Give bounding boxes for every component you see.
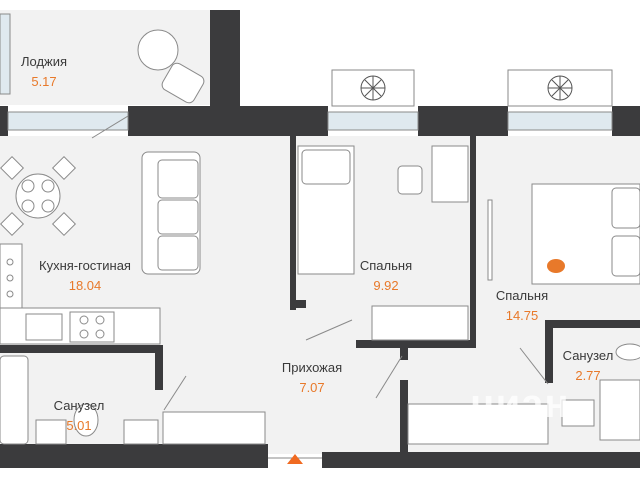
doors xyxy=(91,115,549,459)
room-area: 5.17 xyxy=(31,74,57,89)
bathroom-1-fixtures xyxy=(0,355,159,445)
room-name: Санузел xyxy=(562,348,614,363)
kitchen-counter xyxy=(0,243,161,345)
ac-unit-icon xyxy=(507,69,613,107)
hallway-wardrobe xyxy=(162,305,549,445)
room-area: 5.01 xyxy=(66,418,92,433)
ac-unit-icon xyxy=(331,69,415,107)
room-label-bedroom-1: Спальня 9.92 xyxy=(356,258,416,293)
room-area: 9.92 xyxy=(373,278,399,293)
room-area: 7.07 xyxy=(299,380,325,395)
windows xyxy=(0,13,613,131)
room-name: Спальня xyxy=(359,258,413,273)
room-name: Спальня xyxy=(495,288,549,303)
entrance-arrow-icon xyxy=(287,454,303,464)
room-name: Прихожая xyxy=(281,360,343,375)
room-label-bedroom-2: Спальня 14.75 xyxy=(490,288,554,323)
room-name: Кухня-гостиная xyxy=(39,258,131,273)
room-area: 18.04 xyxy=(68,278,102,293)
room-area: 2.77 xyxy=(575,368,601,383)
watermark: циан xyxy=(470,382,570,426)
bathroom-2-fixtures xyxy=(561,343,640,441)
sofa xyxy=(141,151,201,275)
room-label-loggia: Лоджия 5.17 xyxy=(4,54,84,89)
room-label-hallway: Прихожая 7.07 xyxy=(272,360,352,395)
room-name: Санузел xyxy=(53,398,105,413)
bedroom-2-furniture xyxy=(487,183,640,285)
room-label-bathroom-2: Санузел 2.77 xyxy=(556,348,620,383)
cat-icon xyxy=(547,259,565,273)
bedroom-1-furniture xyxy=(297,145,469,275)
walls xyxy=(0,10,640,468)
room-name: Лоджия xyxy=(20,54,68,69)
room-label-kitchen-living: Кухня-гостиная 18.04 xyxy=(20,258,150,293)
room-label-bathroom-1: Санузел 5.01 xyxy=(44,398,114,433)
loggia-furniture xyxy=(137,29,205,104)
room-area: 14.75 xyxy=(505,308,539,323)
dining-table xyxy=(0,155,77,237)
